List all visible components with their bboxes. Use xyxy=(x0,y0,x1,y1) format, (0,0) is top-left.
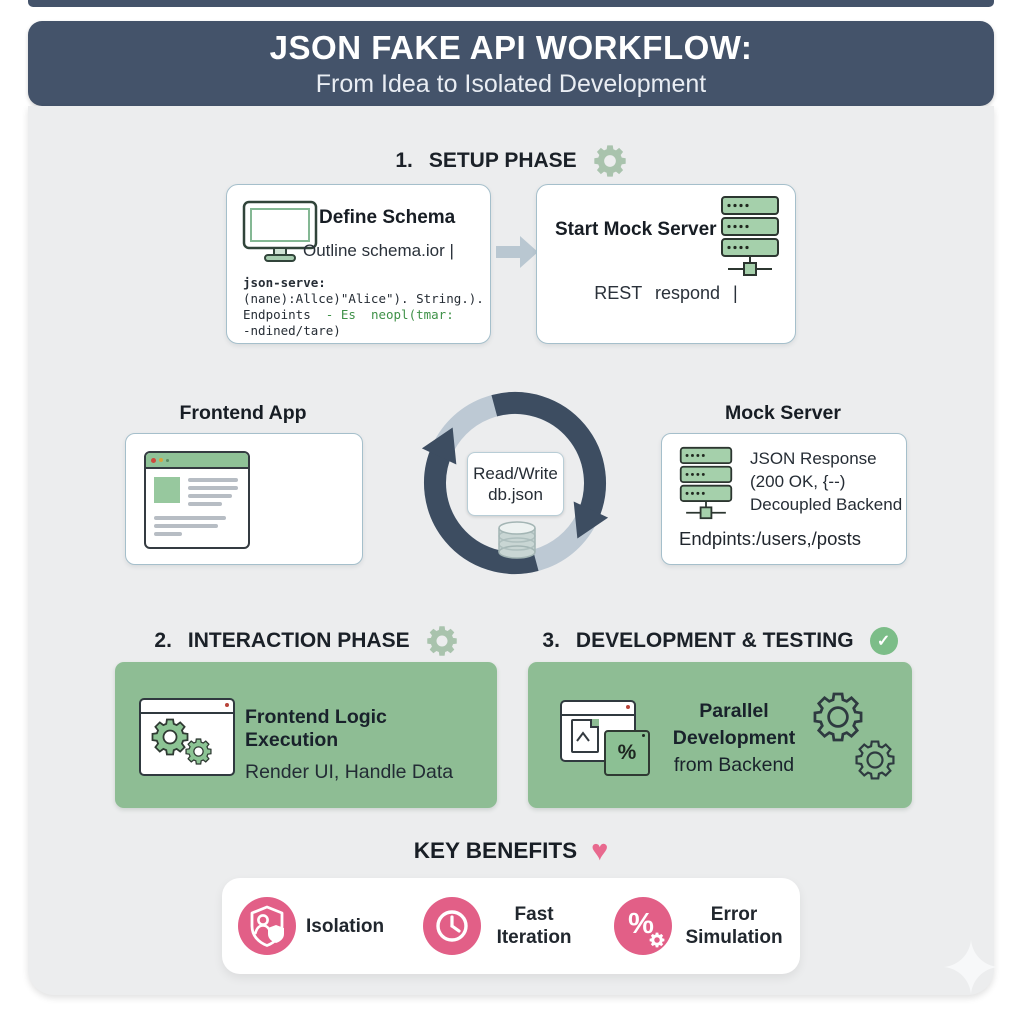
development-line2: Development xyxy=(672,727,796,749)
read-write-line2: db.json xyxy=(488,485,543,504)
clock-icon xyxy=(423,897,482,955)
server-stack-icon xyxy=(721,196,779,276)
mock-line: JSON Response xyxy=(750,449,877,468)
start-mock-server-box: Start Mock Server REST respond | xyxy=(536,184,796,344)
key-benefits-header: KEY BENEFITS ♥ xyxy=(28,835,994,867)
setup-phase-title: SETUP PHASE xyxy=(428,149,577,172)
window-dot xyxy=(642,734,645,737)
development-box-text: Parallel Development from Backend xyxy=(658,698,810,779)
browser-content xyxy=(146,469,248,514)
mini-gear-icon xyxy=(649,932,665,948)
setup-phase-header: 1. SETUP PHASE xyxy=(281,142,741,180)
gear-icon xyxy=(185,738,212,765)
page-subtitle: From Idea to Isolated Development xyxy=(315,69,707,98)
sparkle-icon xyxy=(944,940,998,994)
mock-server-box: JSON Response (200 OK, {--) Decoupled Ba… xyxy=(661,433,907,565)
page-title: JSON FAKE API WORKFLOW: xyxy=(269,28,753,66)
endpoints-text: Endpints:/users,/posts xyxy=(679,528,862,549)
mock-line: Decoupled Backend xyxy=(750,495,903,514)
red-dot-icon xyxy=(151,457,156,463)
window-titlebar xyxy=(562,702,634,716)
interaction-box-text: Frontend Logic Execution Render UI, Hand… xyxy=(245,706,485,784)
app-windows-icon: % xyxy=(560,700,650,778)
mock-server-label: Mock Server xyxy=(725,402,841,424)
green-dot-icon xyxy=(166,458,169,462)
development-line1: Parallel xyxy=(699,700,769,722)
development-phase-box: % Parallel Development from Backend xyxy=(528,662,912,808)
start-mock-server-title: Start Mock Server xyxy=(555,219,717,240)
code-line: json-serve: xyxy=(243,275,326,290)
top-edge-strip xyxy=(28,0,994,7)
shield-user-icon xyxy=(238,897,296,955)
title-banner: JSON FAKE API WORKFLOW: From Idea to Iso… xyxy=(28,21,994,106)
development-phase-title: DEVELOPMENT & TESTING xyxy=(575,629,854,652)
percent-icon: % xyxy=(614,897,672,955)
define-schema-box: Define Schema Outline schema.ior | json-… xyxy=(226,184,491,344)
interaction-phase-title: INTERACTION PHASE xyxy=(187,629,410,652)
percent-window-icon: % xyxy=(604,730,650,776)
benefit-item: Fast Iteration xyxy=(423,897,575,955)
interaction-box-subtitle: Render UI, Handle Data xyxy=(245,761,454,783)
monitor-icon xyxy=(242,200,318,262)
key-benefits-title: KEY BENEFITS xyxy=(413,838,578,863)
window-titlebar xyxy=(141,700,233,714)
benefit-label: Isolation xyxy=(306,915,385,937)
benefits-card: Isolation Fast Iteration % xyxy=(222,878,800,974)
cycle-arrows-icon xyxy=(421,391,609,575)
read-write-box: Read/Write db.json xyxy=(467,452,564,516)
folded-corner xyxy=(590,719,599,728)
setup-phase-number: 1. xyxy=(395,149,413,172)
gear-outline-icon xyxy=(855,740,895,780)
mock-response-text: JSON Response (200 OK, {--) Decoupled Ba… xyxy=(750,447,902,516)
database-icon xyxy=(498,521,536,559)
development-line3: from Backend xyxy=(673,754,795,776)
frontend-app-label: Frontend App xyxy=(179,402,307,424)
browser-titlebar xyxy=(146,453,248,469)
code-line: Endpoints - Es neopl(tmar: xyxy=(243,307,484,323)
read-write-line1: Read/Write xyxy=(473,464,558,483)
percent-glyph: % xyxy=(617,741,637,764)
arrow-right-icon xyxy=(496,236,538,268)
interaction-box-title: Frontend Logic Execution xyxy=(245,706,387,751)
mountain-glyph-icon xyxy=(576,731,590,742)
frontend-app-box xyxy=(125,433,363,565)
development-phase-number: 3. xyxy=(542,629,560,652)
benefit-item: Isolation xyxy=(238,897,384,955)
code-line: (nane):Allce)"Alice"). String.). xyxy=(243,291,484,306)
gear-outline-icon xyxy=(813,692,863,742)
code-segment: Endpoints xyxy=(243,307,326,322)
diagram-canvas: 1. SETUP PHASE Define Schema Outline sch… xyxy=(28,106,998,995)
text-lines xyxy=(188,477,238,506)
benefit-label: Fast Iteration xyxy=(496,904,572,948)
yellow-dot-icon xyxy=(159,458,163,462)
interaction-phase-header: 2. INTERACTION PHASE xyxy=(115,623,497,659)
check-circle-icon: ✓ xyxy=(869,627,898,655)
percent-glyph: % xyxy=(628,907,654,940)
schema-code-block: json-serve: (nane):Allce)"Alice"). Strin… xyxy=(243,275,484,339)
define-schema-subtitle: Outline schema.ior | xyxy=(303,241,454,260)
gear-icon xyxy=(594,145,626,177)
image-placeholder xyxy=(154,477,180,503)
gear-icon xyxy=(426,626,457,656)
define-schema-title: Define Schema xyxy=(319,207,456,228)
interaction-phase-box: Frontend Logic Execution Render UI, Hand… xyxy=(115,662,497,808)
red-dot-icon xyxy=(626,705,630,709)
browser-window-icon xyxy=(144,451,250,549)
heart-icon: ♥ xyxy=(591,835,609,867)
server-stack-icon xyxy=(679,446,733,520)
interaction-phase-number: 2. xyxy=(154,629,172,652)
benefit-label: Error Simulation xyxy=(685,904,783,948)
rest-caption: REST respond | xyxy=(594,283,738,303)
text-lines xyxy=(146,514,248,538)
code-segment-green: - Es neopl(tmar: xyxy=(325,307,454,322)
benefit-item: % Error Simulation xyxy=(614,897,784,955)
mock-line: (200 OK, {--) xyxy=(750,472,846,491)
page-icon xyxy=(571,719,599,753)
gear-icon xyxy=(151,718,189,756)
app-window-gears-icon xyxy=(139,698,235,776)
code-line: -ndined/tare) xyxy=(243,323,341,338)
development-phase-header: 3. DEVELOPMENT & TESTING ✓ xyxy=(528,623,912,659)
red-dot-icon xyxy=(225,703,229,707)
